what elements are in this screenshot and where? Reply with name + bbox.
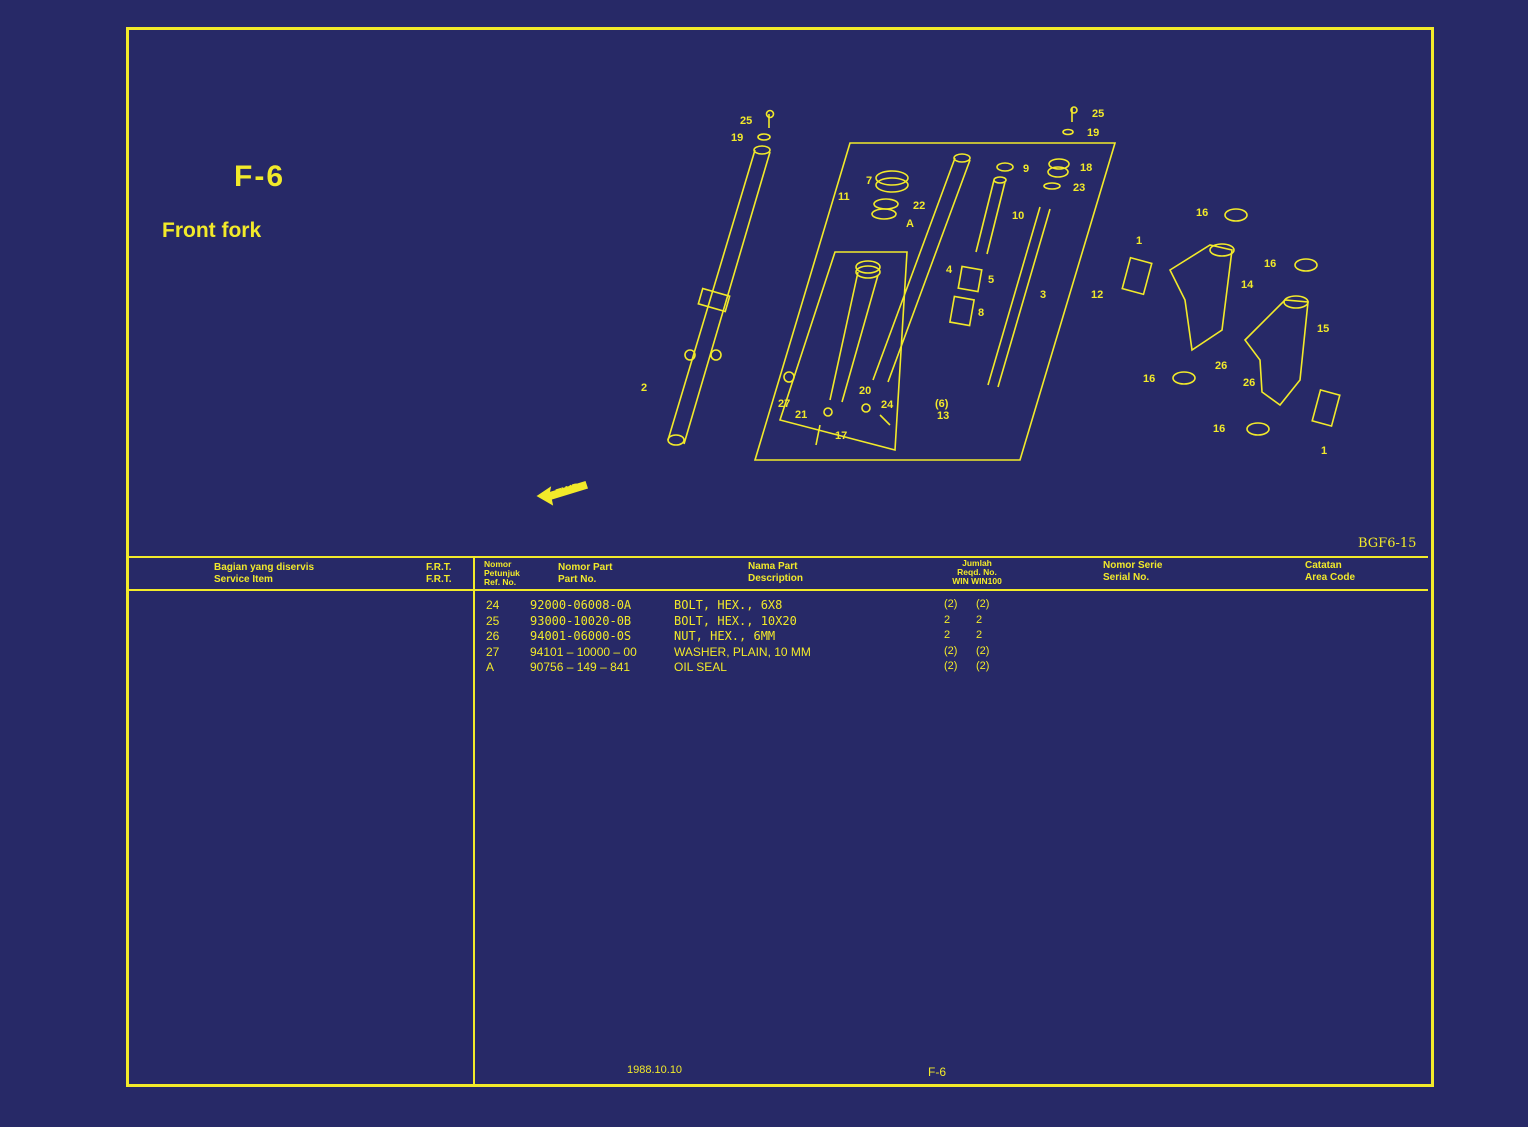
damper-rod-part: [783, 260, 891, 446]
qty-win: 2: [944, 629, 951, 641]
callout: 2: [641, 382, 647, 394]
header-serial-no: Nomor Serie Serial No.: [1103, 560, 1163, 583]
callout: 24: [881, 399, 894, 411]
qty-win100: 2: [976, 629, 983, 641]
callout: 10: [1012, 210, 1024, 222]
callout: 22: [913, 200, 925, 212]
description: NUT, HEX., 6MM: [674, 629, 776, 643]
header-part-no: Nomor Part Part No.: [558, 562, 613, 585]
ref-no: 26: [486, 629, 500, 643]
callout: 4: [946, 264, 953, 276]
header-description: Nama Part Description: [748, 561, 804, 584]
callout: 1: [1321, 445, 1327, 457]
table-top-rule: [128, 556, 1428, 558]
callout: 19: [731, 132, 743, 144]
header-frt: F.R.T. F.R.T.: [426, 562, 452, 585]
fork-top-bridge-part: [1121, 243, 1235, 352]
callout: 7: [866, 175, 872, 187]
callout: 13: [937, 410, 949, 422]
qty-win: 2: [944, 613, 951, 626]
part-no: 93000-10020-0B: [530, 613, 632, 628]
header-quantity: Jumlah Reqd. No. WIN WIN100: [952, 558, 1002, 586]
oil-seal-part: [871, 170, 909, 220]
qty-win: (2): [944, 644, 958, 657]
callout: 26: [1243, 377, 1255, 389]
callout: 23: [1073, 182, 1085, 194]
ref-no: 24: [486, 598, 500, 612]
callout: 27: [778, 398, 790, 410]
callout: 20: [859, 385, 871, 397]
callout: A: [906, 218, 914, 230]
part-no: 94101 – 10000 – 00: [530, 644, 637, 659]
callout: 1: [1136, 235, 1142, 247]
footer-date: 1988.10.10: [627, 1064, 683, 1076]
callout: 25: [1092, 108, 1104, 120]
callout: 15: [1317, 323, 1329, 335]
table-column-divider: [473, 557, 475, 1084]
fork-cap-part: [1043, 106, 1078, 190]
footer-page-code: F-6: [928, 1065, 946, 1079]
fork-tube-part: [872, 153, 971, 383]
fork-slider-part: [667, 145, 771, 446]
fwd-arrow-icon: [536, 481, 589, 506]
callout: 14: [1241, 279, 1254, 291]
assembly-outline: [753, 142, 1117, 461]
callout: 3: [1040, 289, 1046, 301]
ref-no: 27: [486, 644, 500, 659]
callout: 16: [1143, 373, 1155, 385]
qty-win100: 2: [976, 613, 983, 626]
callout: 16: [1264, 258, 1276, 270]
section-code: F-6: [234, 160, 285, 193]
part-no: 92000-06008-0A: [530, 598, 632, 612]
callout: 16: [1196, 207, 1208, 219]
description: OIL SEAL: [674, 660, 727, 674]
qty-win100: (2): [976, 660, 990, 672]
fork-spring-part: [987, 206, 1051, 388]
bolt-washer-top-left: [757, 109, 775, 141]
fork-bottom-bridge-part: [1243, 295, 1341, 428]
callout: 25: [740, 115, 752, 127]
qty-win: (2): [944, 598, 958, 610]
parts-sheet-frame: [126, 27, 1434, 1087]
callout: (6): [935, 398, 949, 410]
header-service-item: Bagian yang diservis Service Item: [214, 562, 315, 585]
description: WASHER, PLAIN, 10 MM: [674, 644, 811, 659]
part-no: 90756 – 149 – 841: [530, 660, 631, 674]
qty-win100: (2): [976, 598, 990, 610]
header-ref-no: Nomor Petunjuk Ref. No.: [484, 559, 520, 587]
callout: 11: [838, 191, 850, 203]
ref-no: A: [486, 660, 495, 674]
callout: 26: [1215, 360, 1227, 372]
callout: 5: [988, 274, 994, 286]
spacer-collar-part: [948, 162, 1014, 327]
callout: 9: [1023, 163, 1029, 175]
header-area-code: Catatan Area Code: [1305, 560, 1356, 583]
qty-win100: (2): [976, 644, 990, 657]
callout-labels: 25 19 2 11 7 22 A 4 27 21 17 20 24 (6) 1…: [554, 108, 1329, 500]
callout: 19: [1087, 127, 1099, 139]
callout: 17: [835, 430, 847, 442]
callout: 16: [1213, 423, 1225, 435]
figure-code: BGF6-15: [1358, 536, 1417, 551]
qty-win: (2): [944, 660, 958, 672]
callout: 18: [1080, 162, 1092, 174]
callout: 8: [978, 307, 984, 319]
description: BOLT, HEX., 10X20: [674, 613, 797, 628]
table-header-rule: [128, 589, 1428, 591]
callout: 21: [795, 409, 807, 421]
description: BOLT, HEX., 6X8: [674, 598, 783, 612]
subassembly-outline: [778, 251, 908, 452]
section-title: Front fork: [162, 219, 262, 242]
ref-no: 25: [486, 613, 500, 628]
part-no: 94001-06000-0S: [530, 629, 632, 643]
callout: 12: [1091, 289, 1103, 301]
